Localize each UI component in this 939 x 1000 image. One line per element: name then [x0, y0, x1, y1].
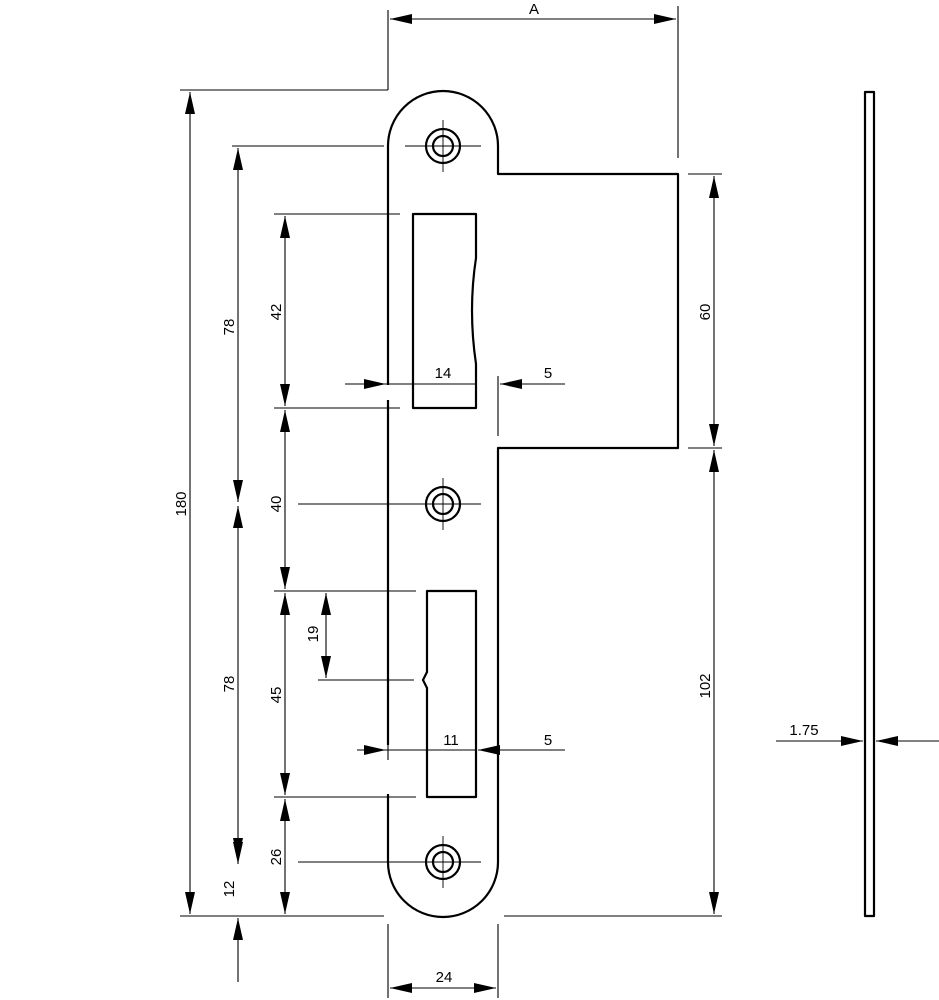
strike-plate-outline — [386, 89, 680, 919]
dimension-lines — [185, 13, 939, 993]
dim-label-lower-slot-width: 11 — [443, 732, 459, 749]
dim-label-upper-slot-width: 14 — [435, 365, 452, 382]
dim-label-plate-width: 24 — [436, 969, 453, 986]
dim-label-lower-slot-offset: 5 — [544, 732, 552, 749]
dim-label-tongue-height: 60 — [697, 304, 714, 321]
dim-label-slot-gap: 40 — [268, 496, 285, 513]
dim-label-bottom-hole-from-edge: 12 — [221, 881, 238, 898]
countersunk-screw-hole-icon — [405, 478, 481, 530]
dim-label-thickness: 1.75 — [789, 722, 818, 739]
dim-label-a: A — [529, 1, 539, 18]
side-view-profile — [863, 90, 876, 918]
countersunk-screw-hole-icon — [405, 120, 481, 172]
dim-label-lower-slot-notch: 19 — [305, 626, 322, 643]
dim-label-upper-slot-offset: 5 — [544, 365, 552, 382]
dim-label-overall-height: 180 — [173, 491, 190, 516]
lower-bolt-slot — [421, 589, 478, 799]
dim-label-upper-slot-height: 42 — [268, 304, 285, 321]
dim-label-hole-spacing-lower: 78 — [221, 676, 238, 693]
extension-lines — [180, 6, 722, 998]
dim-label-lower-slot-height: 45 — [268, 687, 285, 704]
countersunk-screw-hole-icon — [405, 836, 481, 888]
dim-label-bottom-hole-from-slot: 26 — [268, 849, 285, 866]
upper-latch-slot — [411, 212, 478, 410]
dim-label-hole-spacing-upper: 78 — [221, 319, 238, 336]
dim-label-lower-body-height: 102 — [697, 673, 714, 698]
